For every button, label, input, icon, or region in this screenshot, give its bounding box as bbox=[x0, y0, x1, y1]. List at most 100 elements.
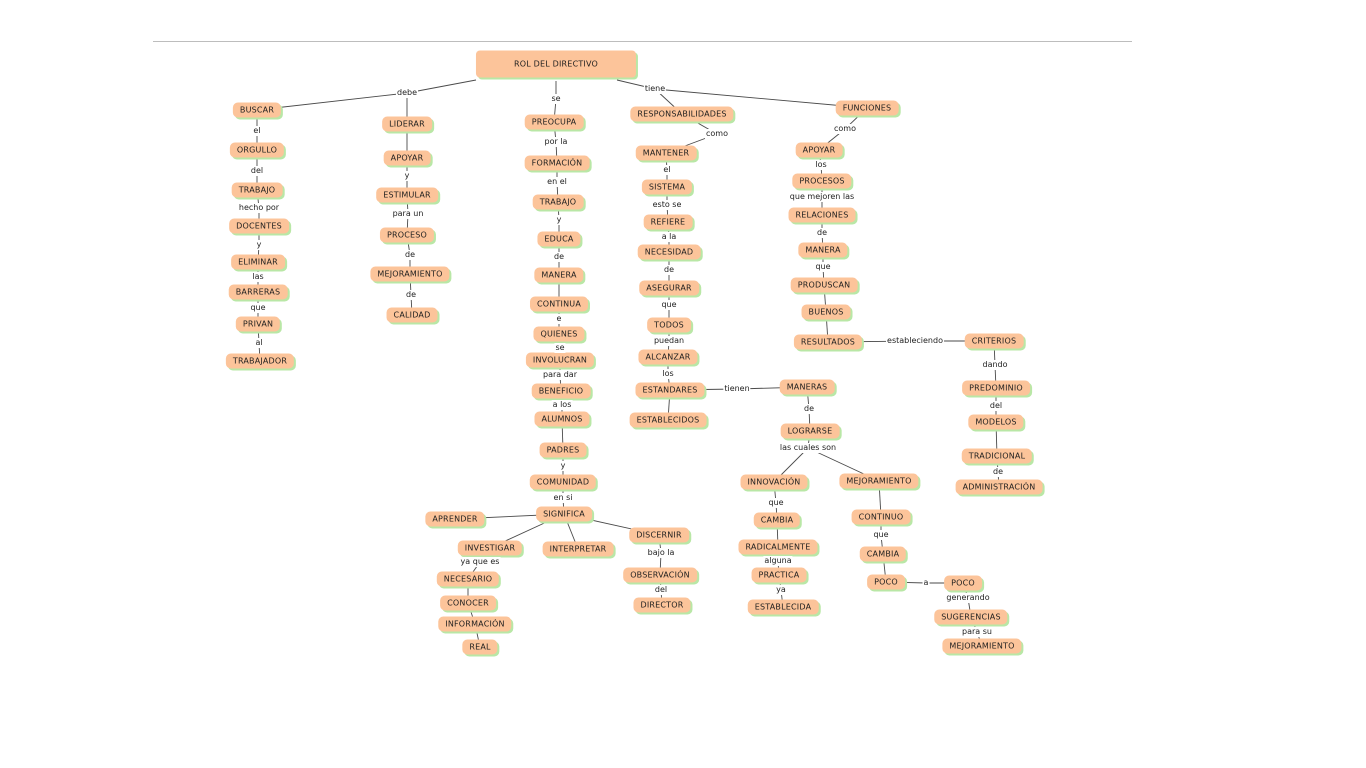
concept-node-apoyar2[interactable]: APOYAR bbox=[795, 142, 843, 158]
link-label-debe: debe bbox=[396, 88, 418, 98]
concept-node-buenos[interactable]: BUENOS bbox=[801, 304, 851, 320]
concept-node-alcanzar[interactable]: ALCANZAR bbox=[638, 349, 698, 365]
concept-node-tradicional[interactable]: TRADICIONAL bbox=[961, 448, 1033, 464]
concept-node-radicalmente[interactable]: RADICALMENTE bbox=[738, 539, 818, 555]
concept-node-practica[interactable]: PRACTICA bbox=[751, 567, 807, 583]
concept-node-mejoramiento3[interactable]: MEJORAMIENTO bbox=[942, 638, 1022, 654]
link-label-por_la: por la bbox=[543, 137, 569, 147]
concept-node-sugerencias[interactable]: SUGERENCIAS bbox=[934, 609, 1008, 625]
link-label-como1: como bbox=[705, 129, 729, 139]
concept-node-resultados[interactable]: RESULTADOS bbox=[793, 334, 863, 350]
concept-node-docentes[interactable]: DOCENTES bbox=[229, 218, 289, 234]
connector-tiene-funciones bbox=[654, 88, 868, 109]
concept-node-apoyar1[interactable]: APOYAR bbox=[383, 150, 431, 166]
link-label-para_dar: para dar bbox=[542, 370, 578, 380]
concept-node-cambia2[interactable]: CAMBIA bbox=[859, 546, 907, 562]
concept-node-lograrse[interactable]: LOGRARSE bbox=[780, 423, 840, 439]
concept-node-liderar[interactable]: LIDERAR bbox=[382, 116, 432, 132]
concept-node-necesidad[interactable]: NECESIDAD bbox=[637, 244, 701, 260]
concept-node-eliminar[interactable]: ELIMINAR bbox=[231, 254, 285, 270]
concept-node-significa[interactable]: SIGNIFICA bbox=[536, 506, 592, 522]
link-label-esto_se: esto se bbox=[651, 200, 683, 210]
link-label-tiene: tiene bbox=[643, 84, 667, 94]
concept-node-comunidad[interactable]: COMUNIDAD bbox=[529, 474, 597, 490]
concept-node-padres[interactable]: PADRES bbox=[539, 442, 587, 458]
concept-node-administracion[interactable]: ADMINISTRACIÓN bbox=[955, 479, 1043, 495]
link-label-tienen: tienen bbox=[723, 384, 751, 394]
link-label-del2: del bbox=[653, 585, 669, 595]
link-label-para_un: para un bbox=[391, 209, 425, 219]
concept-node-estimular[interactable]: ESTIMULAR bbox=[376, 187, 438, 203]
concept-node-responsabilidades[interactable]: RESPONSABILIDADES bbox=[630, 106, 734, 122]
concept-node-aprender[interactable]: APRENDER bbox=[425, 511, 485, 527]
concept-node-funciones[interactable]: FUNCIONES bbox=[835, 100, 899, 116]
link-label-para_su: para su bbox=[961, 627, 993, 637]
link-label-los1: los bbox=[661, 369, 675, 379]
link-label-ya_que_es: ya que es bbox=[459, 557, 501, 567]
concept-node-todos[interactable]: TODOS bbox=[647, 317, 691, 333]
concept-node-mejoramiento1[interactable]: MEJORAMIENTO bbox=[370, 266, 450, 282]
link-label-el2: el bbox=[662, 165, 672, 175]
concept-node-manera2[interactable]: MANERA bbox=[798, 242, 848, 258]
concept-node-mantener[interactable]: MANTENER bbox=[635, 145, 697, 161]
concept-node-investigar[interactable]: INVESTIGAR bbox=[457, 540, 523, 556]
concept-node-innovacion[interactable]: INNOVACIÓN bbox=[740, 474, 808, 490]
concept-node-beneficio[interactable]: BENEFICIO bbox=[531, 383, 591, 399]
concept-node-conocer[interactable]: CONOCER bbox=[440, 595, 496, 611]
concept-node-continuo[interactable]: CONTINUO bbox=[851, 509, 911, 525]
concept-node-proceso[interactable]: PROCESO bbox=[379, 227, 435, 243]
link-label-de5: de bbox=[803, 404, 815, 414]
concept-node-involucran[interactable]: INVOLUCRAN bbox=[525, 352, 595, 368]
concept-node-mejoramiento2[interactable]: MEJORAMIENTO bbox=[839, 473, 919, 489]
concept-node-alumnos[interactable]: ALUMNOS bbox=[534, 411, 590, 427]
concept-node-sistema[interactable]: SISTEMA bbox=[641, 179, 693, 195]
concept-node-trabajador[interactable]: TRABAJADOR bbox=[225, 353, 295, 369]
link-label-bajo_la: bajo la bbox=[646, 548, 676, 558]
top-divider-line bbox=[153, 41, 1132, 42]
concept-node-procesos[interactable]: PROCESOS bbox=[792, 173, 852, 189]
concept-node-real[interactable]: REAL bbox=[462, 639, 498, 655]
link-label-de2: de bbox=[405, 290, 417, 300]
concept-node-orgullo[interactable]: ORGULLO bbox=[229, 142, 285, 158]
concept-node-modelos[interactable]: MODELOS bbox=[968, 414, 1024, 430]
concept-node-interpretar[interactable]: INTERPRETAR bbox=[542, 541, 614, 557]
concept-node-asegurar[interactable]: ASEGURAR bbox=[639, 280, 699, 296]
concept-node-manera1[interactable]: MANERA bbox=[534, 267, 584, 283]
concept-node-barreras[interactable]: BARRERAS bbox=[228, 284, 288, 300]
concept-node-informacion[interactable]: INFORMACIÓN bbox=[438, 616, 512, 632]
concept-node-observacion[interactable]: OBSERVACIÓN bbox=[623, 567, 697, 583]
link-label-alguna: alguna bbox=[763, 556, 793, 566]
concept-node-relaciones[interactable]: RELACIONES bbox=[788, 207, 856, 223]
concept-node-educa[interactable]: EDUCA bbox=[537, 231, 581, 247]
concept-node-director[interactable]: DIRECTOR bbox=[633, 597, 691, 613]
concept-node-trabajo1[interactable]: TRABAJO bbox=[231, 182, 283, 198]
concept-node-trabajo2[interactable]: TRABAJO bbox=[532, 194, 584, 210]
link-label-de7: de bbox=[992, 467, 1004, 477]
concept-node-poco1[interactable]: POCO bbox=[867, 574, 905, 590]
link-label-el1: el bbox=[252, 126, 262, 136]
concept-node-buscar[interactable]: BUSCAR bbox=[232, 102, 282, 118]
concept-node-refiere[interactable]: REFIERE bbox=[643, 214, 693, 230]
connector-debe-buscar bbox=[256, 92, 408, 111]
concept-node-establecida[interactable]: ESTABLECIDA bbox=[747, 599, 819, 615]
concept-node-privan[interactable]: PRIVAN bbox=[235, 316, 281, 332]
concept-node-estandares[interactable]: ESTANDARES bbox=[635, 382, 705, 398]
link-label-puedan: puedan bbox=[652, 336, 686, 346]
concept-node-quienes[interactable]: QUIENES bbox=[533, 326, 585, 342]
concept-node-establecidos[interactable]: ESTABLECIDOS bbox=[629, 412, 707, 428]
concept-node-maneras[interactable]: MANERAS bbox=[779, 379, 835, 395]
link-label-las: las bbox=[251, 272, 265, 282]
concept-node-continua[interactable]: CONTINUA bbox=[529, 296, 589, 312]
concept-node-root[interactable]: ROL DEL DIRECTIVO bbox=[475, 50, 637, 78]
concept-node-criterios[interactable]: CRITERIOS bbox=[964, 333, 1024, 349]
concept-node-poco2[interactable]: POCO bbox=[944, 575, 982, 591]
concept-node-produscan[interactable]: PRODUSCAN bbox=[790, 277, 858, 293]
concept-node-cambia1[interactable]: CAMBIA bbox=[753, 512, 801, 528]
concept-node-formacion[interactable]: FORMACIÓN bbox=[524, 155, 590, 171]
concept-node-predominio[interactable]: PREDOMINIO bbox=[962, 380, 1030, 396]
concept-node-calidad[interactable]: CALIDAD bbox=[386, 307, 438, 323]
link-label-que3: que bbox=[767, 498, 785, 508]
concept-node-discernir[interactable]: DISCERNIR bbox=[629, 527, 689, 543]
concept-node-necesario[interactable]: NECESARIO bbox=[436, 571, 500, 587]
concept-node-preocupa[interactable]: PREOCUPA bbox=[524, 114, 584, 130]
